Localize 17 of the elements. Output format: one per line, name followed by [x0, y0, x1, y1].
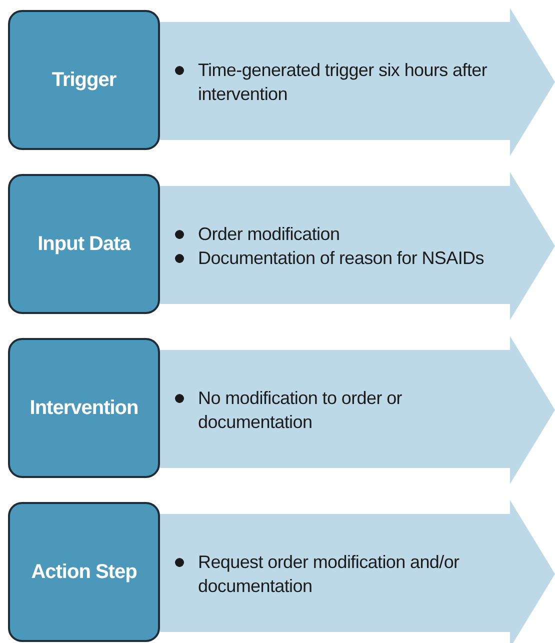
step-title: Input Data	[38, 232, 130, 256]
bullet-text: Time-generated trigger six hours after intervention	[198, 58, 488, 106]
step-box	[8, 502, 160, 642]
step-title: Action Step	[31, 560, 137, 584]
bullet-text: Request order modification and/or documentation	[198, 550, 460, 598]
step-box	[8, 174, 160, 314]
step-box	[8, 10, 160, 150]
arrow-band	[160, 500, 555, 643]
bullet-text: Order modification	[198, 222, 340, 246]
step-title: Trigger	[52, 68, 116, 92]
arrow-band	[160, 172, 555, 320]
bullet-text: Documentation of reason for NSAIDs	[198, 247, 484, 270]
step-box	[8, 338, 160, 478]
arrow-band	[160, 8, 555, 156]
bullet-text: No modification to order or documentation	[198, 386, 403, 434]
step-title: Intervention	[30, 396, 138, 420]
arrow-band	[160, 336, 555, 484]
